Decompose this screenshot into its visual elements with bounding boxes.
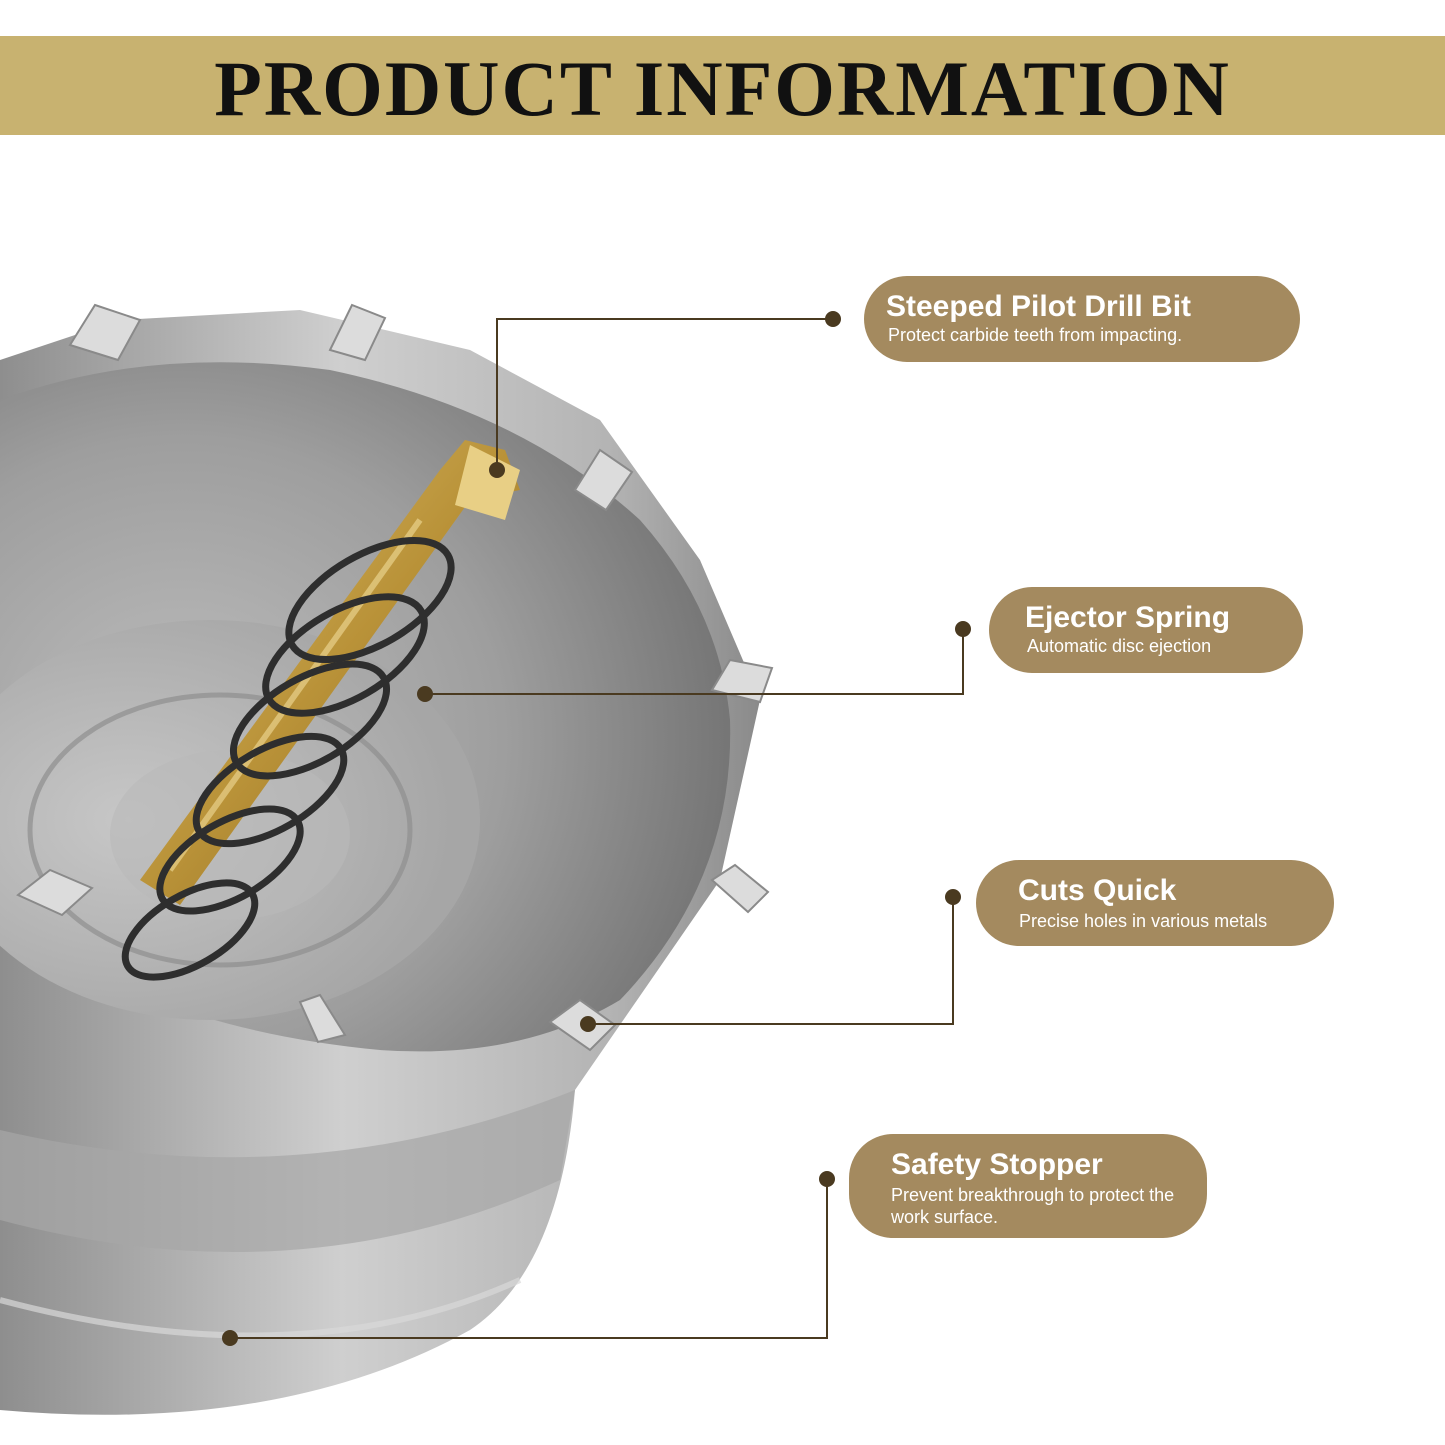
feature-description: Automatic disc ejection bbox=[1027, 636, 1212, 656]
leader-lines bbox=[230, 318, 964, 1339]
header-banner: PRODUCT INFORMATION bbox=[0, 36, 1445, 135]
feature-description: Precise holes in various metals bbox=[1019, 911, 1268, 931]
feature-callout-cuts-quick: Cuts Quick Precise holes in various meta… bbox=[976, 860, 1334, 946]
feature-title: Ejector Spring bbox=[1025, 601, 1231, 634]
page-title: PRODUCT INFORMATION bbox=[214, 44, 1231, 132]
feature-description: Protect carbide teeth from impacting. bbox=[888, 325, 1183, 345]
feature-description: Prevent breakthrough to protect the work… bbox=[891, 1185, 1175, 1227]
feature-title: Cuts Quick bbox=[1018, 874, 1177, 907]
pilot-drill-bit bbox=[140, 440, 520, 905]
carbide-teeth bbox=[16, 303, 774, 1052]
feature-title: Safety Stopper bbox=[891, 1148, 1103, 1181]
feature-callout-pilot-drill: Steeped Pilot Drill Bit Protect carbide … bbox=[864, 276, 1300, 362]
feature-callout-ejector-spring: Ejector Spring Automatic disc ejection bbox=[989, 587, 1303, 673]
leader-dots bbox=[222, 311, 971, 1346]
feature-callout-safety-stopper: Safety Stopper Prevent breakthrough to p… bbox=[849, 1134, 1207, 1238]
ejector-spring bbox=[121, 536, 455, 981]
feature-title: Steeped Pilot Drill Bit bbox=[886, 290, 1192, 323]
